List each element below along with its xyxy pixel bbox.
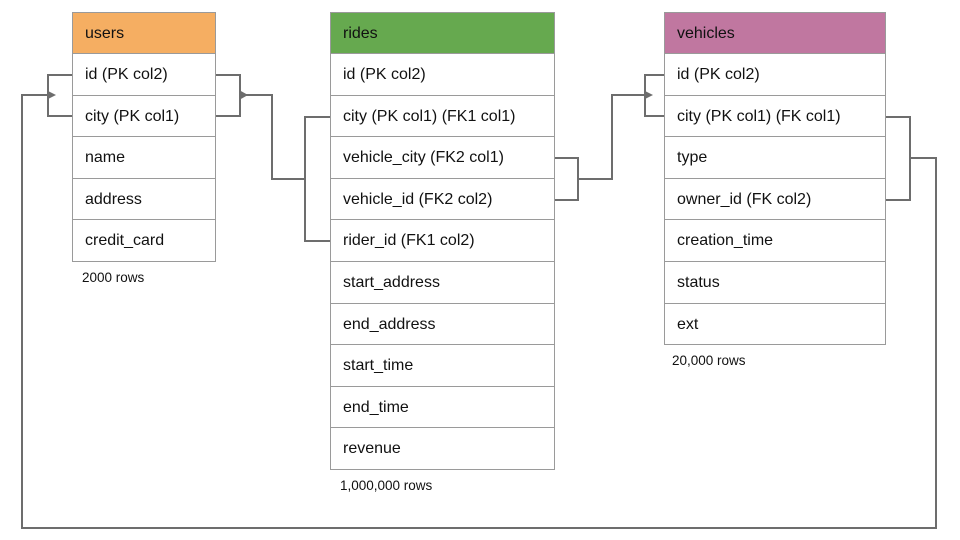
table-rides-column-end-address[interactable]: end_address (330, 303, 555, 346)
table-rides-column-start-time[interactable]: start_time (330, 345, 555, 387)
table-rides-column-rider-id[interactable]: rider_id (FK1 col2) (330, 220, 555, 262)
table-rides-column-end-time[interactable]: end_time (330, 386, 555, 429)
table-vehicles-header: vehicles (664, 12, 886, 54)
table-vehicles-column-ext[interactable]: ext (664, 303, 886, 346)
table-vehicles-column-creation-time[interactable]: creation_time (664, 220, 886, 262)
table-users-header: users (72, 12, 216, 54)
table-users-column-credit-card[interactable]: credit_card (72, 220, 216, 262)
edge-users-target-bracket (215, 74, 241, 117)
table-rides-column-vehicle-id[interactable]: vehicle_id (FK2 col2) (330, 178, 555, 221)
table-vehicles-column-owner-id[interactable]: owner_id (FK col2) (664, 178, 886, 221)
edge-rides-users-bracket (304, 116, 331, 242)
table-users-column-id[interactable]: id (PK col2) (72, 54, 216, 96)
table-rides[interactable]: rides id (PK col2) city (PK col1) (FK1 c… (330, 12, 555, 470)
edge-rides-vehicles-stem (577, 90, 653, 180)
table-users-column-name[interactable]: name (72, 137, 216, 179)
edge-vehicles-target-bracket (644, 74, 665, 117)
table-vehicles[interactable]: vehicles id (PK col2) city (PK col1) (FK… (664, 12, 886, 346)
edge-vehicles-users-bracket (885, 116, 911, 201)
table-users-column-city[interactable]: city (PK col1) (72, 95, 216, 138)
table-vehicles-column-city[interactable]: city (PK col1) (FK col1) (664, 95, 886, 138)
table-vehicles-column-type[interactable]: type (664, 137, 886, 179)
table-vehicles-row-count: 20,000 rows (672, 353, 746, 368)
table-users[interactable]: users id (PK col2) city (PK col1) name a… (72, 12, 216, 262)
table-users-row-count: 2000 rows (82, 270, 145, 285)
table-vehicles-column-id[interactable]: id (PK col2) (664, 54, 886, 96)
table-rides-column-start-address[interactable]: start_address (330, 261, 555, 304)
table-rides-row-count: 1,000,000 rows (340, 478, 433, 493)
edge-users-target-bracket-left (47, 74, 73, 117)
edge-rides-users-stem (239, 90, 306, 180)
table-rides-column-city[interactable]: city (PK col1) (FK1 col1) (330, 95, 555, 138)
table-vehicles-column-status[interactable]: status (664, 261, 886, 304)
table-users-column-address[interactable]: address (72, 178, 216, 221)
table-rides-header: rides (330, 12, 555, 54)
table-rides-column-revenue[interactable]: revenue (330, 428, 555, 470)
table-rides-column-id[interactable]: id (PK col2) (330, 54, 555, 96)
table-rides-column-vehicle-city[interactable]: vehicle_city (FK2 col1) (330, 137, 555, 179)
edge-rides-vehicles-bracket (554, 157, 579, 201)
